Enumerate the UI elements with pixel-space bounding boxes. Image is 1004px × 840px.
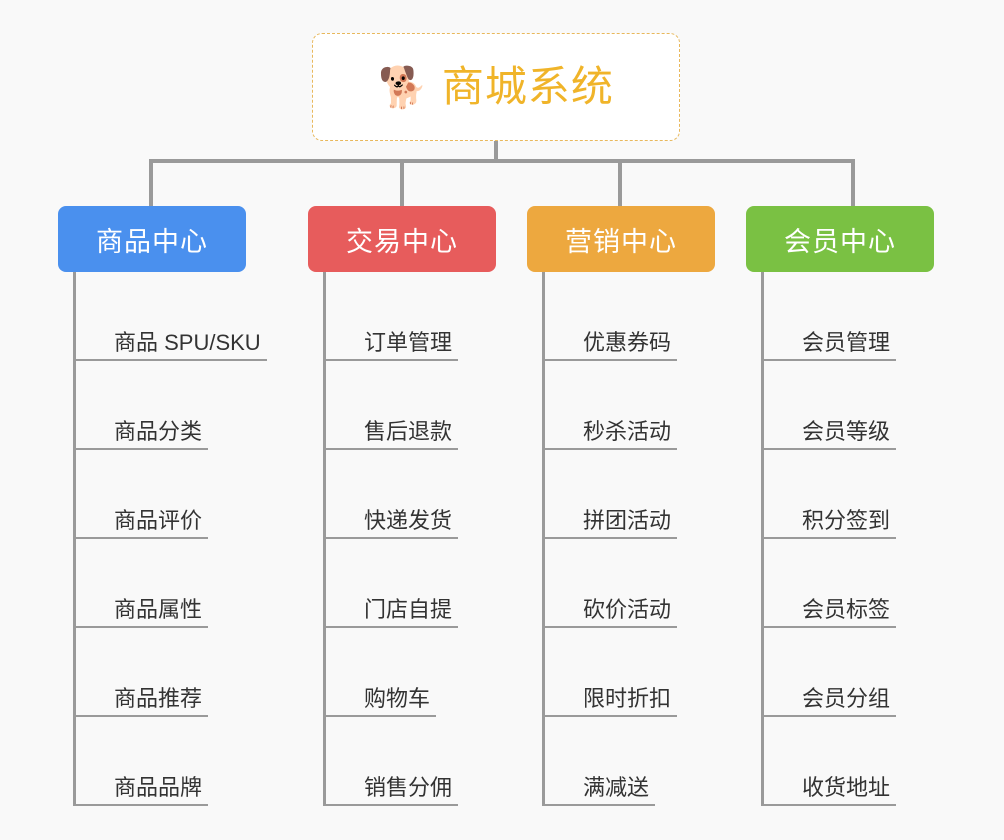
category-header-2[interactable]: 营销中心: [527, 206, 715, 272]
leaf-item-label: 积分签到: [802, 507, 891, 533]
leaf-item[interactable]: 购物车: [326, 628, 496, 717]
leaf-item-label: 商品分类: [114, 418, 203, 444]
leaf-item[interactable]: 会员分组: [764, 628, 934, 717]
leaf-item[interactable]: 订单管理: [326, 272, 496, 361]
leaf-item-label: 优惠券码: [583, 329, 672, 355]
leaf-item[interactable]: 商品品牌: [76, 717, 246, 806]
leaf-item[interactable]: 积分签到: [764, 450, 934, 539]
leaf-item[interactable]: 商品属性: [76, 539, 246, 628]
leaf-underline: [764, 626, 896, 628]
leaf-underline: [545, 626, 677, 628]
leaf-underline: [545, 804, 655, 806]
leaf-item-label: 会员等级: [802, 418, 891, 444]
category-branch-0: 商品 SPU/SKU 商品分类 商品评价 商品属性 商品推荐 商品品牌: [73, 272, 267, 806]
category-header-label: 商品中心: [96, 226, 208, 257]
leaf-item-label: 商品推荐: [114, 685, 203, 711]
connector-drop-1: [149, 159, 153, 208]
category-branch-2: 优惠券码 秒杀活动 拼团活动 砍价活动 限时折扣 满减送: [542, 272, 715, 806]
leaf-item[interactable]: 销售分佣: [326, 717, 496, 806]
leaf-item[interactable]: 商品评价: [76, 450, 246, 539]
leaf-item-label: 售后退款: [364, 418, 453, 444]
shiba-dog-face-icon: 🐕: [378, 66, 428, 110]
category-header-0[interactable]: 商品中心: [58, 206, 246, 272]
connector-horizontal-bus: [149, 159, 855, 163]
category-header-label: 会员中心: [784, 226, 896, 257]
leaf-item[interactable]: 优惠券码: [545, 272, 715, 361]
leaf-underline: [764, 804, 896, 806]
leaf-underline: [326, 804, 458, 806]
leaf-item-label: 购物车: [364, 685, 431, 711]
category-column-2: 营销中心 优惠券码 秒杀活动 拼团活动 砍价活动 限时折扣: [527, 206, 715, 806]
leaf-underline: [76, 537, 208, 539]
leaf-underline: [326, 448, 458, 450]
leaf-underline: [76, 359, 267, 361]
category-column-3: 会员中心 会员管理 会员等级 积分签到 会员标签 会员分组: [746, 206, 934, 806]
category-column-1: 交易中心 订单管理 售后退款 快递发货 门店自提 购物车: [308, 206, 496, 806]
leaf-item-label: 收货地址: [802, 774, 891, 800]
leaf-underline: [76, 626, 208, 628]
leaf-item-label: 会员标签: [802, 596, 891, 622]
leaf-item-label: 门店自提: [364, 596, 453, 622]
leaf-underline: [764, 715, 896, 717]
leaf-item[interactable]: 限时折扣: [545, 628, 715, 717]
leaf-item[interactable]: 砍价活动: [545, 539, 715, 628]
leaf-underline: [764, 448, 896, 450]
leaf-item[interactable]: 会员管理: [764, 272, 934, 361]
category-branch-1: 订单管理 售后退款 快递发货 门店自提 购物车 销售分佣: [323, 272, 496, 806]
leaf-item-label: 快递发货: [364, 507, 453, 533]
leaf-underline: [326, 626, 458, 628]
leaf-item[interactable]: 售后退款: [326, 361, 496, 450]
leaf-item[interactable]: 满减送: [545, 717, 715, 806]
leaf-underline: [326, 537, 458, 539]
leaf-item-label: 满减送: [583, 774, 650, 800]
leaf-underline: [326, 715, 436, 717]
category-header-1[interactable]: 交易中心: [308, 206, 496, 272]
leaf-item-label: 秒杀活动: [583, 418, 672, 444]
leaf-item[interactable]: 门店自提: [326, 539, 496, 628]
connector-drop-3: [618, 159, 622, 208]
leaf-item[interactable]: 商品推荐: [76, 628, 246, 717]
leaf-item-label: 砍价活动: [583, 596, 672, 622]
category-column-0: 商品中心 商品 SPU/SKU 商品分类 商品评价 商品属性 商品推荐: [58, 206, 267, 806]
leaf-item-label: 会员分组: [802, 685, 891, 711]
leaf-item-label: 商品 SPU/SKU: [114, 329, 261, 355]
leaf-item[interactable]: 拼团活动: [545, 450, 715, 539]
leaf-underline: [76, 448, 208, 450]
leaf-underline: [545, 359, 677, 361]
connector-root-stem: [494, 141, 498, 163]
leaf-underline: [764, 537, 896, 539]
leaf-item[interactable]: 商品分类: [76, 361, 246, 450]
leaf-item-label: 订单管理: [364, 329, 453, 355]
leaf-item-label: 拼团活动: [583, 507, 672, 533]
category-header-label: 营销中心: [565, 226, 677, 257]
leaf-item[interactable]: 商品 SPU/SKU: [76, 272, 267, 361]
leaf-item[interactable]: 快递发货: [326, 450, 496, 539]
category-header-label: 交易中心: [346, 226, 458, 257]
leaf-underline: [76, 715, 208, 717]
leaf-underline: [545, 715, 677, 717]
root-node-title: 商城系统: [441, 63, 614, 110]
connector-drop-2: [400, 159, 404, 208]
leaf-underline: [326, 359, 458, 361]
leaf-item-label: 销售分佣: [364, 774, 453, 800]
leaf-item-label: 限时折扣: [583, 685, 672, 711]
leaf-underline: [76, 804, 208, 806]
root-node[interactable]: 🐕 商城系统: [312, 33, 680, 141]
leaf-item[interactable]: 收货地址: [764, 717, 934, 806]
leaf-item-label: 商品属性: [114, 596, 203, 622]
leaf-item-label: 商品品牌: [114, 774, 203, 800]
leaf-underline: [764, 359, 896, 361]
leaf-item[interactable]: 会员标签: [764, 539, 934, 628]
category-header-3[interactable]: 会员中心: [746, 206, 934, 272]
leaf-item-label: 商品评价: [114, 507, 203, 533]
leaf-item[interactable]: 会员等级: [764, 361, 934, 450]
connector-drop-4: [851, 159, 855, 208]
leaf-underline: [545, 448, 677, 450]
leaf-underline: [545, 537, 677, 539]
leaf-item[interactable]: 秒杀活动: [545, 361, 715, 450]
category-branch-3: 会员管理 会员等级 积分签到 会员标签 会员分组 收货地址: [761, 272, 934, 806]
leaf-item-label: 会员管理: [802, 329, 891, 355]
